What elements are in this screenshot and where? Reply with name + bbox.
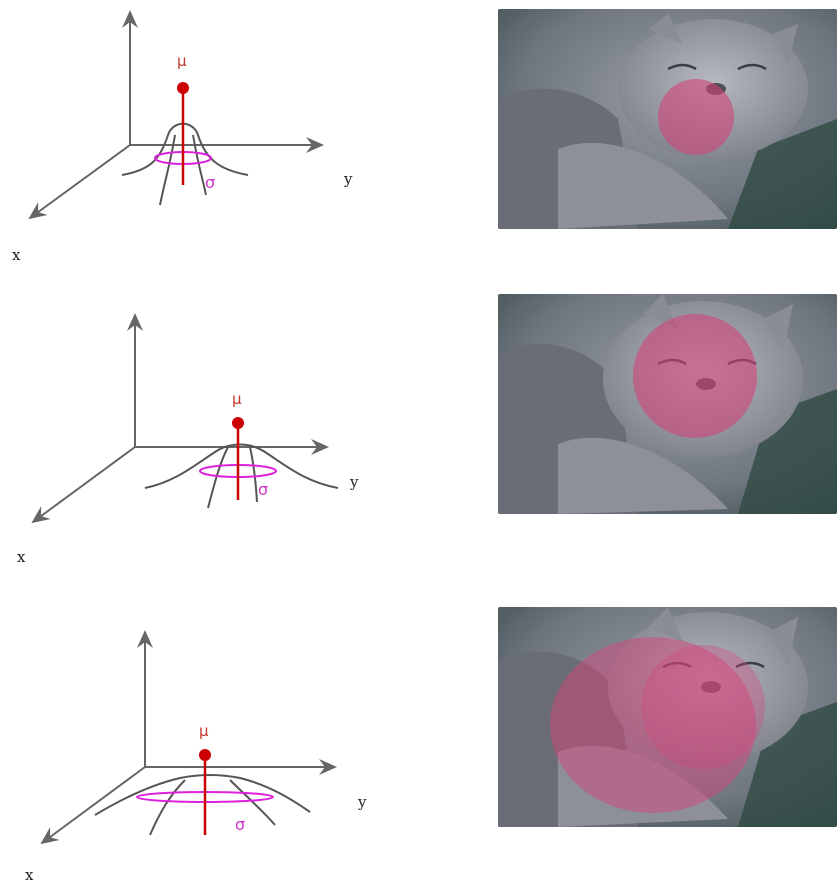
x-axis: [40, 766, 146, 845]
probability-overlay: [550, 637, 756, 813]
mean-marker: [232, 417, 244, 429]
cat-photo: [498, 9, 837, 229]
x-axis-label: x: [17, 548, 26, 566]
probability-overlay: [658, 79, 734, 155]
gaussian-3d-diagram: [31, 313, 339, 524]
y-axis-label: y: [350, 473, 359, 491]
y-axis-label: y: [358, 793, 367, 811]
mu-label: μ: [199, 722, 209, 740]
gaussian-curve-back: [121, 122, 249, 176]
gaussian-curve-front: [207, 446, 258, 509]
mean-marker: [177, 82, 189, 94]
panel-wide-gaussian: μ σ y x: [0, 590, 837, 888]
sigma-label: σ: [258, 480, 269, 499]
sigma-label: σ: [205, 173, 216, 192]
gaussian-curve-front: [159, 134, 207, 206]
x-axis: [28, 144, 131, 220]
gaussian-3d-diagram: [28, 10, 324, 220]
y-axis-label: y: [344, 170, 353, 188]
cat-photo: [498, 294, 837, 514]
panel-narrow-gaussian: μ σ y x: [0, 0, 837, 290]
gaussian-curve-back: [144, 443, 339, 489]
panel-medium-gaussian: μ σ y x: [0, 290, 837, 590]
mu-label: μ: [232, 390, 242, 408]
gaussian-3d-diagram: [40, 630, 337, 845]
x-axis: [31, 446, 136, 524]
mu-label: μ: [177, 52, 187, 70]
gaussian-curve-front: [149, 779, 276, 836]
cat-photo-narrow-overlay: [498, 9, 837, 229]
probability-overlay: [633, 314, 757, 438]
sigma-label: σ: [235, 815, 246, 834]
mean-marker: [199, 749, 211, 761]
cat-photo: [498, 607, 837, 827]
cat-photo-wide-overlay: [498, 607, 837, 827]
x-axis-label: x: [12, 246, 21, 264]
x-axis-label: x: [25, 866, 34, 884]
probability-overlay-inner: [641, 645, 765, 769]
cat-photo-medium-overlay: [498, 294, 837, 514]
